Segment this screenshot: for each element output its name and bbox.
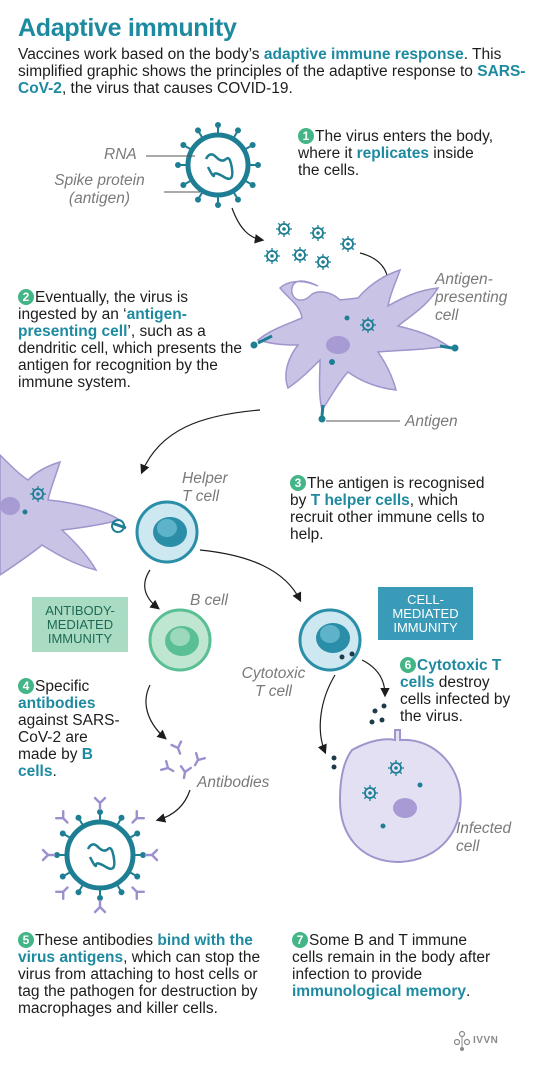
label-b-cell: B cell xyxy=(190,592,228,609)
helper-t-cell xyxy=(135,500,199,564)
infected-cell xyxy=(338,729,462,864)
label-antigen: Antigen xyxy=(405,413,458,430)
step-7-badge: 7 xyxy=(292,932,308,948)
dendritic-cell-1 xyxy=(250,268,459,423)
cytotoxic-t-cell xyxy=(298,608,362,672)
antibody-mediated-immunity-box: ANTIBODY-MEDIATED IMMUNITY xyxy=(45,603,115,646)
virus-bound xyxy=(41,796,159,914)
step-4-badge: 4 xyxy=(18,678,34,694)
step-5-badge: 5 xyxy=(18,932,34,948)
ivvn-logo-mark xyxy=(453,1030,471,1051)
step-3-badge: 3 xyxy=(290,475,306,491)
label-antibodies: Antibodies xyxy=(197,774,270,791)
label-helper-t-cell: Helper T cell xyxy=(182,470,228,505)
step-1-badge: 1 xyxy=(298,128,314,144)
ivvn-logo-text: IVVN xyxy=(473,1035,499,1046)
label-cytotoxic-t-cell: Cytotoxic T cell xyxy=(241,665,306,700)
label-infected-cell: Infected cell xyxy=(456,820,512,855)
step-6-badge: 6 xyxy=(400,657,416,673)
b-cell xyxy=(148,608,212,672)
intro-text: Vaccines work based on the body’s adapti… xyxy=(18,46,526,97)
label-antigen-presenting-cell: Antigen-presenting cell xyxy=(435,271,508,324)
dendritic-cell-2 xyxy=(0,453,127,576)
virus-main xyxy=(174,121,262,209)
step-2-badge: 2 xyxy=(18,289,34,305)
label-spike-protein: Spike protein (antigen) xyxy=(54,172,145,207)
page-title: Adaptive immunity xyxy=(18,14,237,42)
label-rna: RNA xyxy=(104,146,137,163)
cell-mediated-immunity-box: CELL-MEDIATED IMMUNITY xyxy=(392,592,459,635)
